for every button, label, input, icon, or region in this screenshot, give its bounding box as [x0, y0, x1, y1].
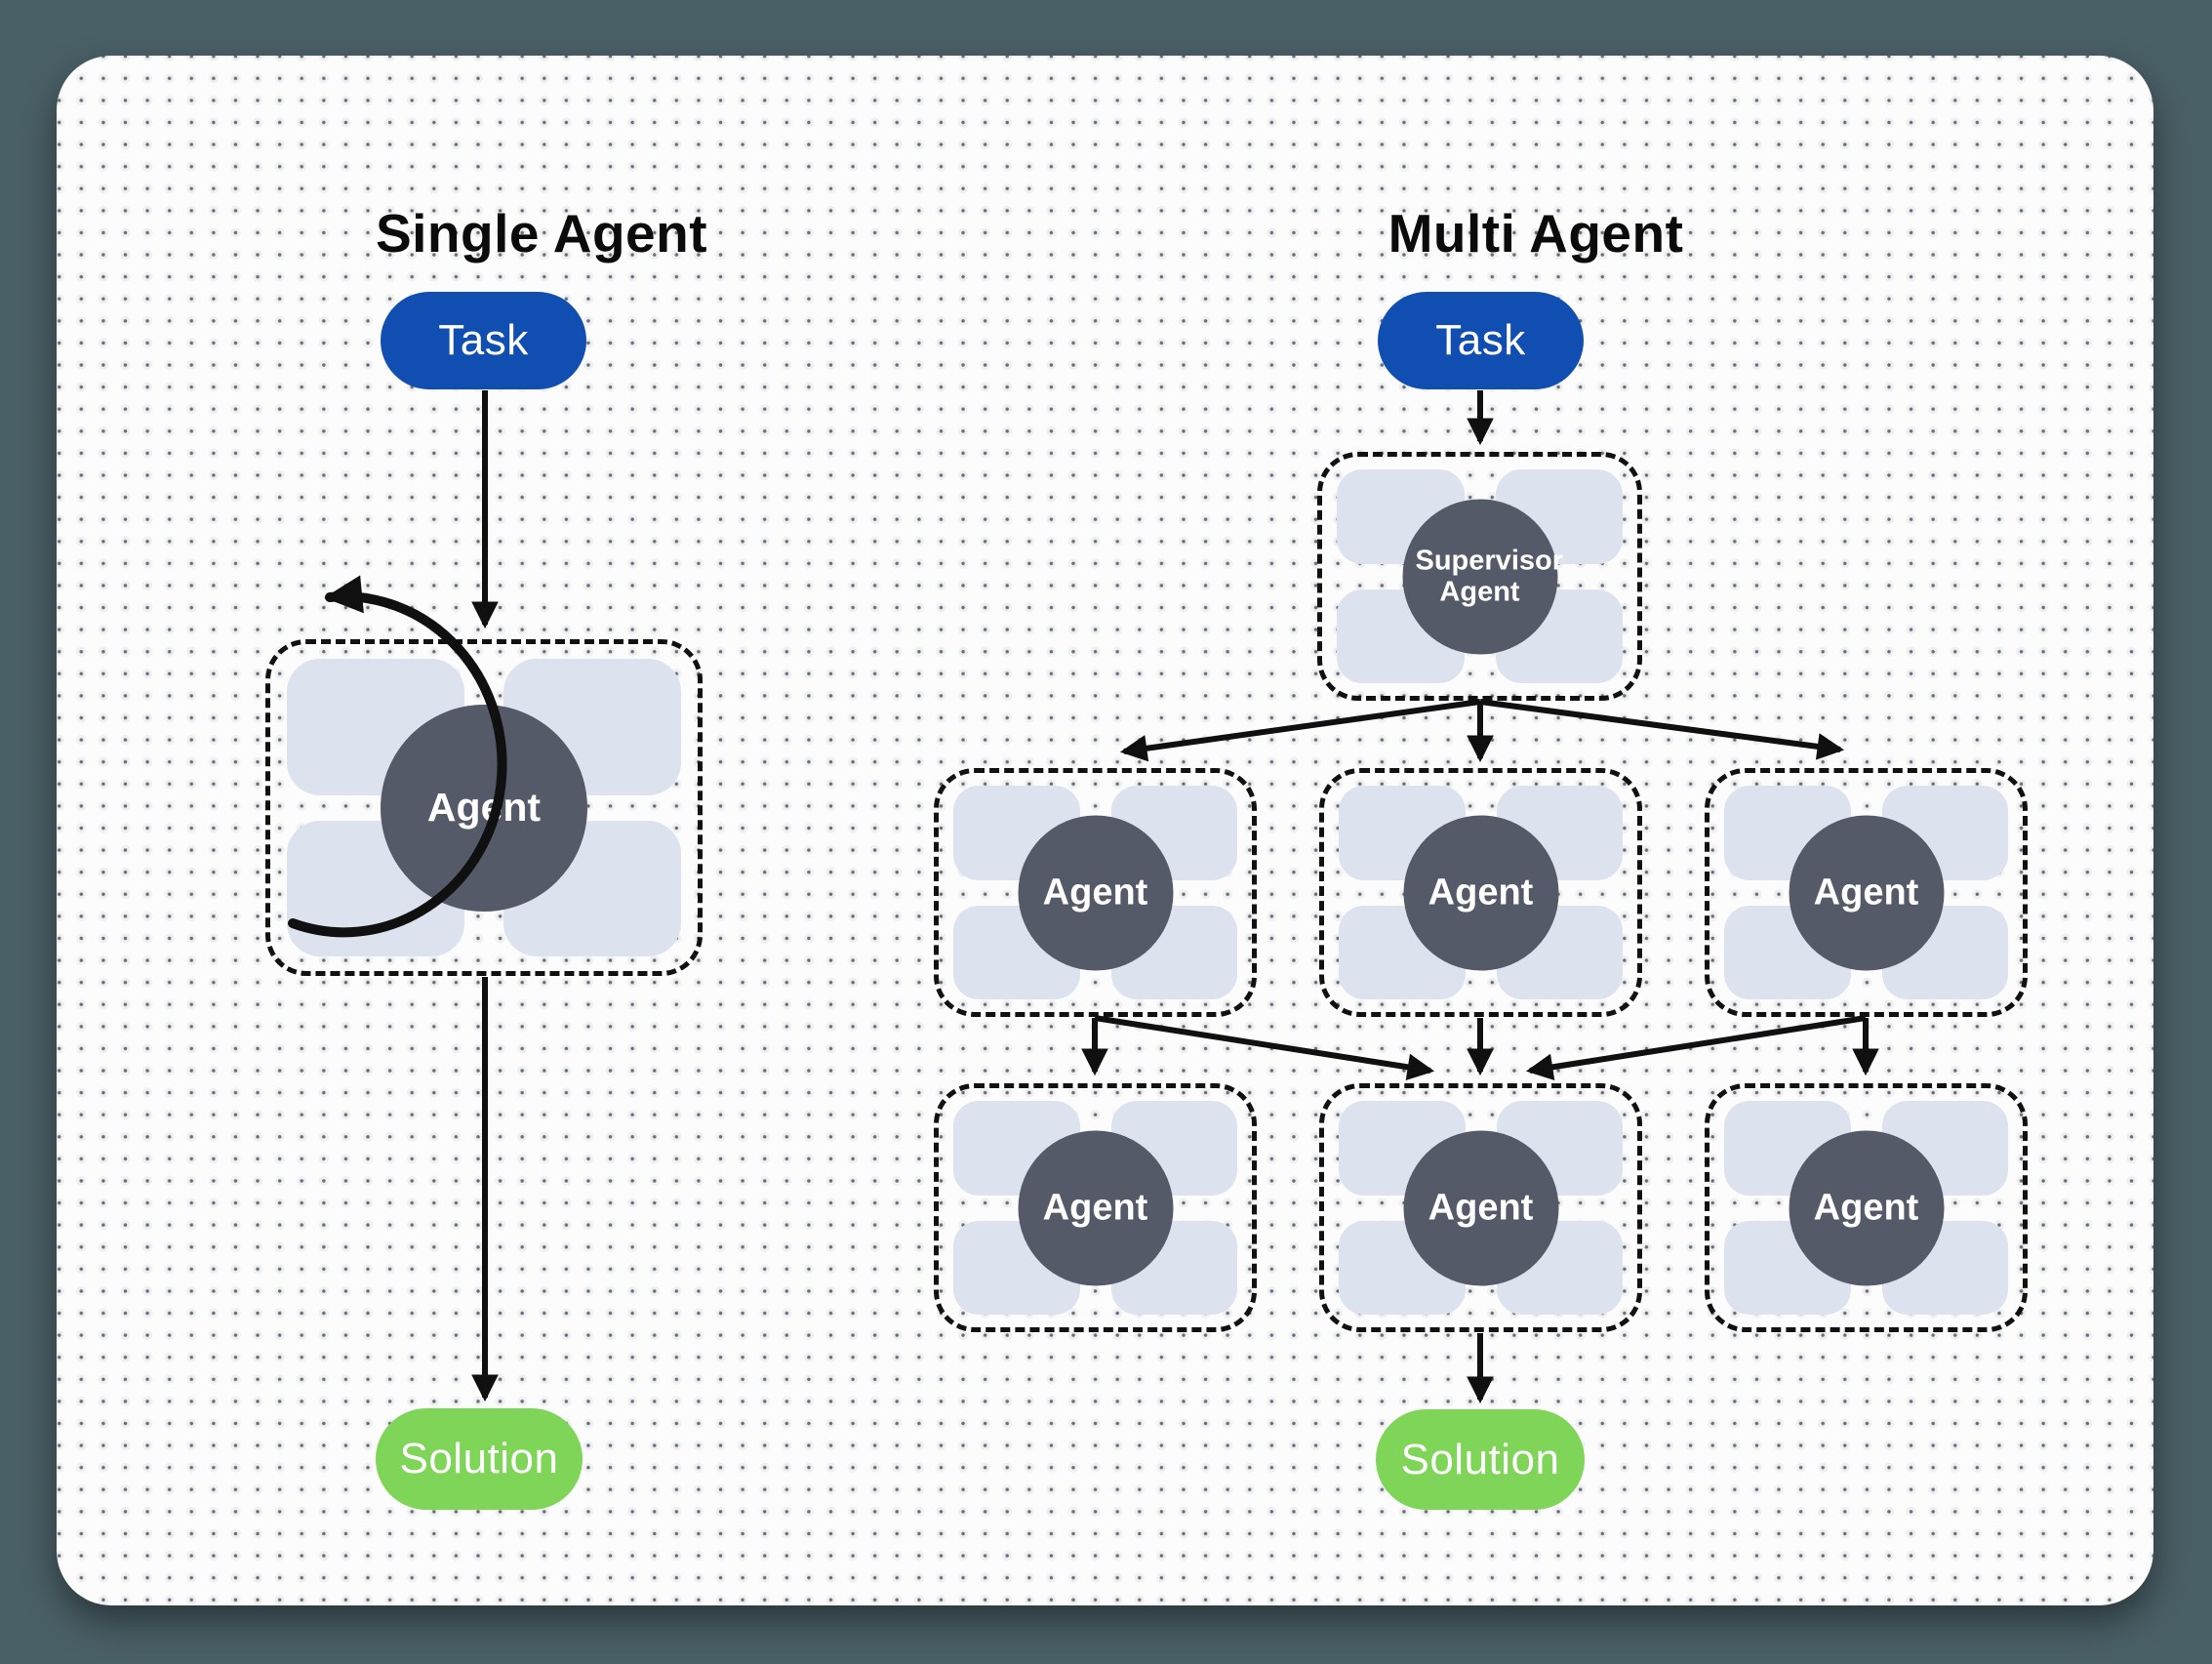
single-agent-box: Agent: [265, 639, 703, 976]
agent-circle: Agent: [1018, 815, 1173, 970]
agent-label: Agent: [1813, 872, 1919, 913]
supervisor-agent-label: Supervisor Agent: [1415, 545, 1564, 608]
agent-box-row1-left: Agent: [934, 768, 1257, 1017]
agent-circle: Agent: [1403, 815, 1558, 970]
agent-label: Agent: [1813, 1187, 1919, 1228]
agent-label: Agent: [1428, 1187, 1534, 1228]
diagram-card: Single Agent Multi Agent Task Agent Solu…: [57, 56, 2153, 1605]
multi-solution-pill: Solution: [1376, 1409, 1585, 1510]
agent-label: Agent: [1042, 872, 1148, 913]
agent-box-row2-left: Agent: [934, 1083, 1257, 1332]
multi-task-pill: Task: [1378, 292, 1584, 389]
multi-task-label: Task: [1435, 316, 1526, 364]
agent-box-row1-middle: Agent: [1319, 768, 1642, 1017]
single-agent-label: Agent: [426, 785, 542, 830]
multi-solution-label: Solution: [1400, 1435, 1560, 1483]
single-agent-circle: Agent: [381, 704, 587, 912]
agent-box-row2-middle: Agent: [1319, 1083, 1642, 1332]
single-agent-title: Single Agent: [375, 203, 708, 264]
agent-box-row2-right: Agent: [1705, 1083, 2028, 1332]
single-task-pill: Task: [381, 292, 586, 389]
multi-agent-title: Multi Agent: [1388, 203, 1684, 264]
single-task-label: Task: [438, 316, 529, 364]
single-solution-label: Solution: [399, 1435, 559, 1482]
agent-label: Agent: [1042, 1187, 1148, 1228]
agent-label: Agent: [1428, 872, 1534, 913]
supervisor-agent-box: Supervisor Agent: [1317, 452, 1642, 701]
tool-grid: [1322, 457, 1637, 696]
single-solution-pill: Solution: [376, 1408, 583, 1510]
supervisor-agent-circle: Supervisor Agent: [1402, 499, 1564, 654]
agent-circle: Agent: [1789, 815, 1944, 970]
agent-box-row1-right: Agent: [1705, 768, 2028, 1017]
agent-circle: Agent: [1789, 1130, 1944, 1285]
agent-circle: Agent: [1403, 1130, 1558, 1285]
agent-circle: Agent: [1018, 1130, 1173, 1285]
